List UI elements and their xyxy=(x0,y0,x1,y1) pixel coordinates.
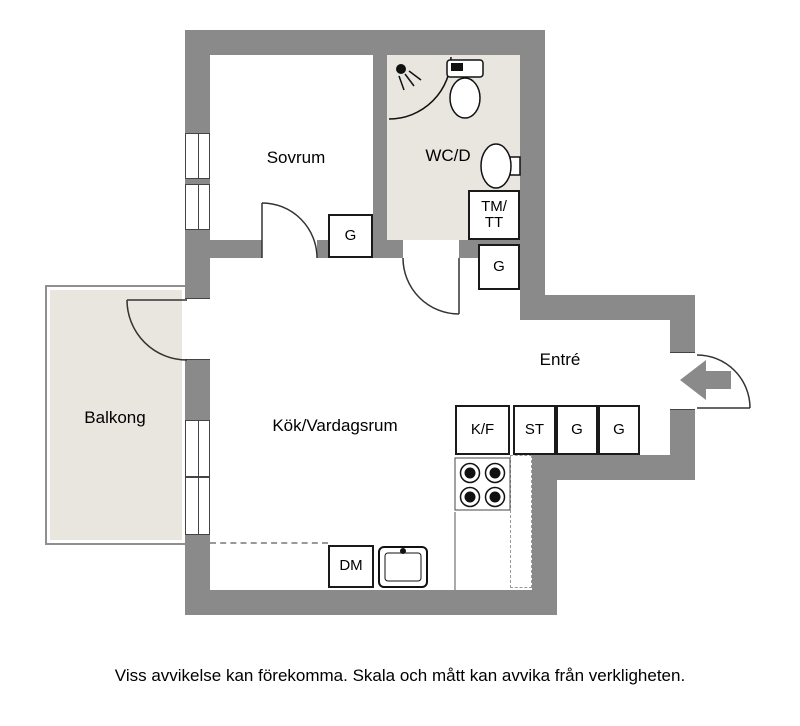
door-arc-sovrum xyxy=(261,202,318,259)
wall-sovrum-south-a xyxy=(210,240,262,258)
appliance-dm: DM xyxy=(328,545,374,588)
room-label-entre: Entré xyxy=(539,350,581,369)
closet-g-hall: G xyxy=(478,244,520,290)
window-living-1 xyxy=(185,420,210,477)
wall-entre-south xyxy=(532,455,695,480)
stove-icon xyxy=(454,457,511,511)
wall-bottom xyxy=(185,590,557,615)
door-arc-entry xyxy=(696,354,751,409)
closet-g-entre-2: G xyxy=(598,405,640,455)
closet-st: ST xyxy=(513,405,556,455)
wall-kitchen-east xyxy=(532,455,557,615)
closet-tmtt-label: TM/ TT xyxy=(481,197,507,232)
closet-tmtt-line2: TT xyxy=(484,214,504,231)
kitchen-sink-icon xyxy=(378,546,428,588)
room-label-sovrum: Sovrum xyxy=(266,148,326,167)
wall-wcd-south-a xyxy=(387,240,403,258)
disclaimer-text: Viss avvikelse kan förekomma. Skala och … xyxy=(114,666,686,685)
window-living-2 xyxy=(185,477,210,535)
counter-dashed-line xyxy=(210,542,328,544)
room-label-kitchen-living: Kök/Vardagsrum xyxy=(272,416,398,435)
cabinet-dashed-column xyxy=(510,455,532,588)
closet-tmtt: TM/ TT xyxy=(468,190,520,240)
wall-sovrum-divider xyxy=(373,55,387,258)
window-sovrum-1 xyxy=(185,133,210,179)
wall-top xyxy=(185,30,545,55)
door-arc-wcd xyxy=(402,257,460,315)
window-sovrum-2 xyxy=(185,184,210,230)
room-label-balcony: Balkong xyxy=(84,408,146,427)
balcony-door-opening xyxy=(185,298,210,360)
entry-door-opening xyxy=(670,352,695,410)
room-label-wcd: WC/D xyxy=(425,146,471,165)
wall-wcd-east xyxy=(520,30,545,320)
closet-g-entre-1: G xyxy=(556,405,598,455)
closet-tmtt-line1: TM/ xyxy=(481,197,507,215)
appliance-kf: K/F xyxy=(455,405,510,455)
closet-g-bedroom: G xyxy=(328,214,373,258)
